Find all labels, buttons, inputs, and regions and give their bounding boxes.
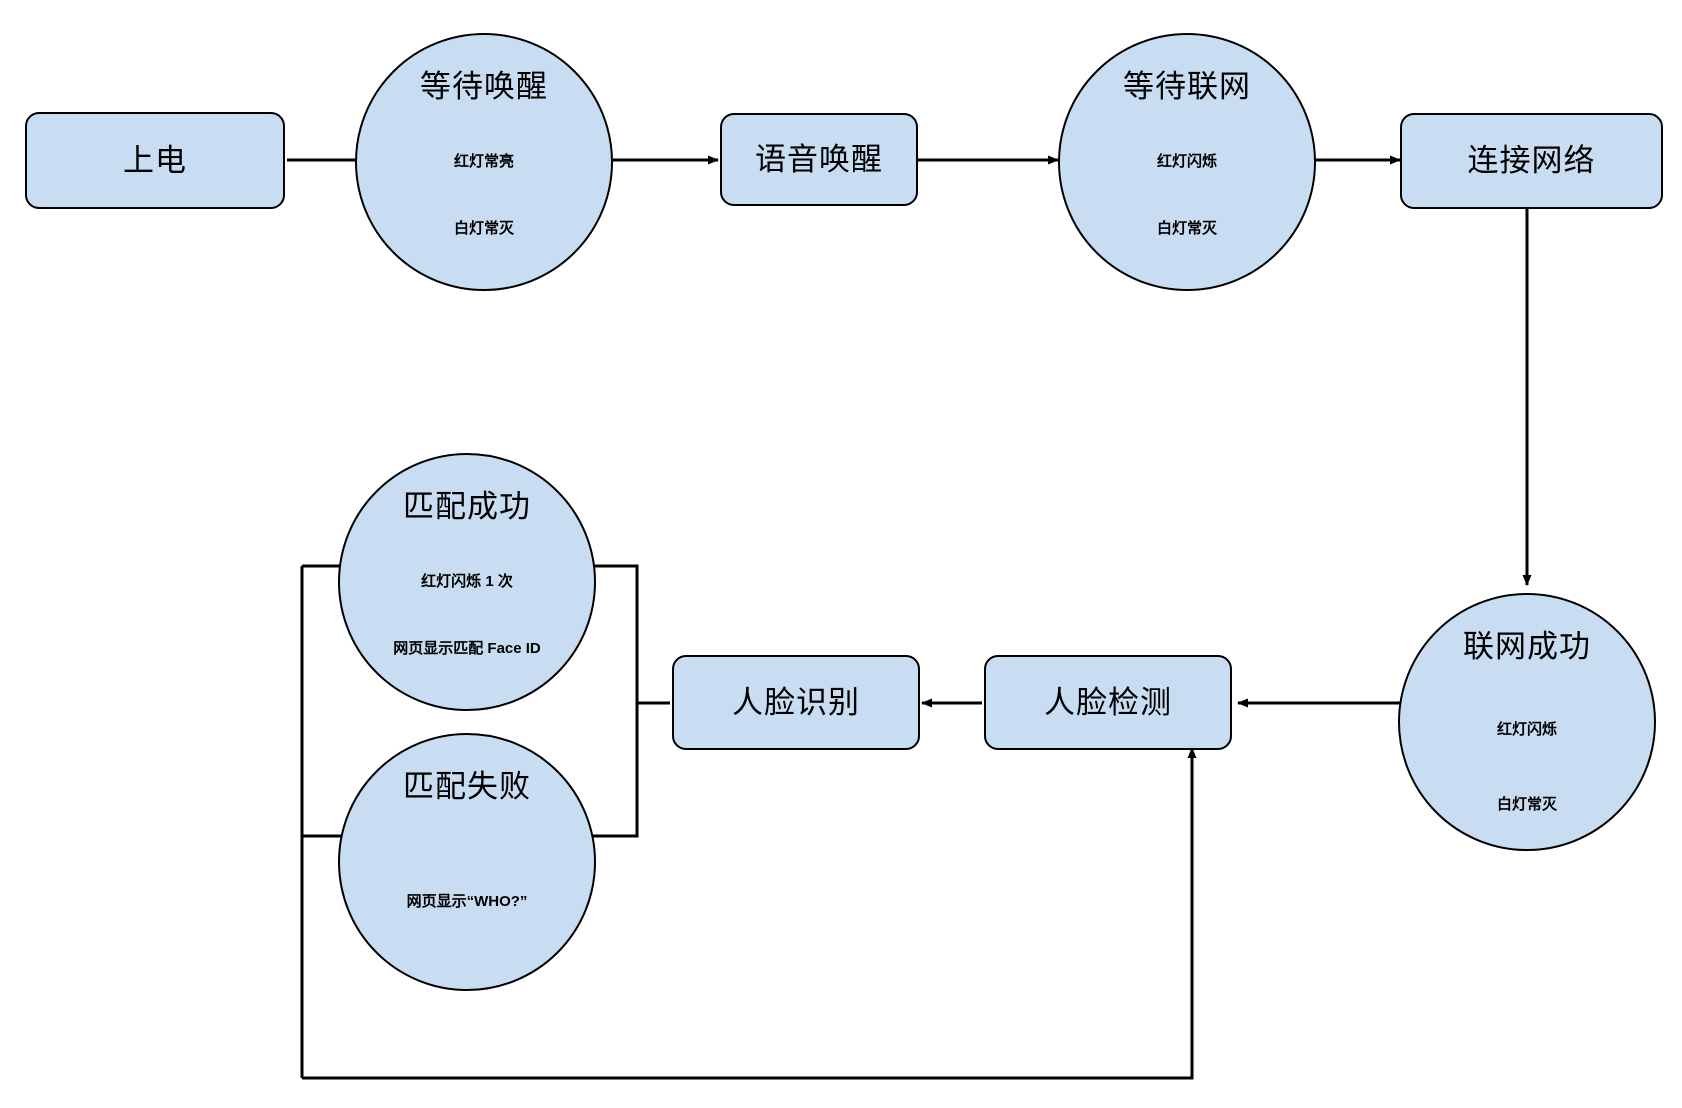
edge-match-fail-to-face-detect-feedback	[302, 747, 1197, 1080]
node-match-success-sub-2: 网页显示匹配 Face ID	[393, 640, 541, 658]
node-face-recognize[interactable]: 人脸识别	[672, 655, 920, 750]
node-face-detect-label: 人脸检测	[1044, 684, 1172, 720]
node-match-success-sub-1: 红灯闪烁 1 次	[421, 572, 513, 590]
node-network-success-label: 联网成功	[1463, 629, 1591, 664]
node-wait-wakeup-sub-2: 白灯常灭	[453, 220, 514, 238]
node-match-fail-sub-1: 网页显示“WHO?”	[406, 892, 528, 910]
node-network-success[interactable]: 联网成功 红灯闪烁 白灯常灭	[1398, 593, 1656, 851]
node-match-success-label: 匹配成功	[403, 489, 531, 524]
node-power-on[interactable]: 上电	[25, 112, 285, 209]
node-wait-wakeup-sub-1: 红灯常亮	[453, 152, 514, 170]
node-voice-wakeup[interactable]: 语音唤醒	[720, 113, 918, 206]
node-wait-network[interactable]: 等待联网 红灯闪烁 白灯常灭	[1058, 33, 1316, 291]
node-wait-wakeup-label: 等待唤醒	[420, 69, 548, 104]
node-connect-network-label: 连接网络	[1467, 143, 1596, 179]
node-face-detect[interactable]: 人脸检测	[984, 655, 1232, 750]
node-wait-network-sub-2: 白灯常灭	[1156, 220, 1217, 238]
node-wait-network-sub-1: 红灯闪烁	[1156, 152, 1217, 170]
node-voice-wakeup-label: 语音唤醒	[755, 141, 883, 177]
node-network-success-sub-2: 白灯常灭	[1496, 796, 1557, 814]
node-network-success-sub-1: 红灯闪烁	[1496, 720, 1557, 738]
node-match-fail[interactable]: 匹配失败 网页显示“WHO?”	[338, 733, 596, 991]
node-connect-network[interactable]: 连接网络	[1400, 113, 1663, 209]
node-power-on-label: 上电	[123, 142, 187, 178]
node-wait-network-label: 等待联网	[1123, 69, 1251, 104]
node-match-fail-label: 匹配失败	[403, 769, 531, 804]
node-wait-wakeup[interactable]: 等待唤醒 红灯常亮 白灯常灭	[355, 33, 613, 291]
node-match-success[interactable]: 匹配成功 红灯闪烁 1 次 网页显示匹配 Face ID	[338, 453, 596, 711]
node-face-recognize-label: 人脸识别	[732, 684, 860, 720]
